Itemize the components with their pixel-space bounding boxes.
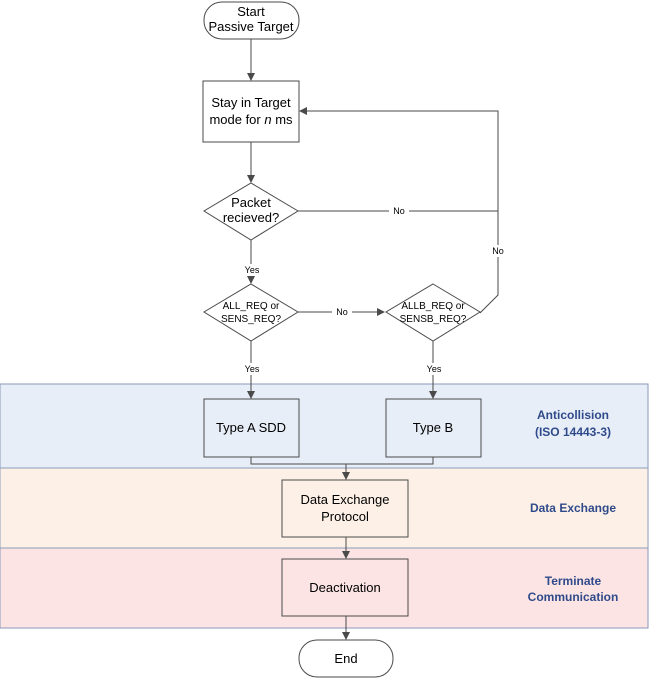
edge-label-packet-yes: Yes [245, 265, 260, 275]
type-a-sdd-label: Type A SDD [216, 420, 286, 435]
band-label-terminate-line2: Communication [528, 590, 619, 604]
band-label-anticollision-line2: (ISO 14443-3) [535, 425, 611, 439]
band-label-anticollision-line1: Anticollision [537, 408, 609, 422]
type-a-sdd-node: Type A SDD [203, 398, 300, 458]
packet-decision-line1: Packet [231, 195, 271, 210]
type-b-node: Type B [385, 398, 482, 458]
data-exchange-protocol-node: Data Exchange Protocol [281, 479, 409, 538]
type-b-label: Type B [413, 420, 453, 435]
start-node-line1: Start [237, 4, 265, 19]
data-exchange-protocol-line2: Protocol [321, 509, 369, 524]
edge-label-allreq-yes: Yes [245, 364, 260, 374]
edge-allbreq-no-loop [479, 211, 499, 314]
deactivation-label: Deactivation [309, 580, 381, 595]
band-label-terminate-line1: Terminate [545, 574, 602, 588]
stay-in-target-node: Stay in Target mode for n ms [202, 80, 300, 143]
allb-req-decision: ALLB_REQ or SENSB_REQ? [385, 283, 481, 342]
deactivation-node: Deactivation [281, 558, 409, 617]
band-label-data-exchange: Data Exchange [530, 501, 616, 515]
all-req-decision: ALL_REQ or SENS_REQ? [203, 283, 299, 342]
data-exchange-protocol-line1: Data Exchange [301, 492, 390, 507]
start-node-line2: Passive Target [208, 19, 293, 34]
edge-label-allbreq-no: No [492, 246, 504, 256]
all-req-decision-line2: SENS_REQ? [221, 314, 281, 325]
edge-label-allbreq-yes: Yes [427, 364, 442, 374]
all-req-decision-line1: ALL_REQ or [223, 301, 280, 312]
packet-decision-line2: recieved? [223, 210, 279, 225]
stay-node-line1: Stay in Target [211, 95, 291, 110]
start-node: Start Passive Target [203, 1, 300, 40]
end-node: End [298, 639, 394, 678]
edge-packet-no-loop [298, 107, 499, 212]
edge-label-packet-no: No [393, 206, 405, 216]
end-node-label: End [334, 651, 357, 666]
packet-received-decision: Packet recieved? [203, 182, 299, 241]
edge-label-allreq-no: No [336, 307, 348, 317]
edge-merge-to-data-exchange [250, 457, 434, 465]
stay-node-line2: mode for n ms [209, 112, 293, 127]
band-anticollision [0, 383, 649, 469]
allb-req-decision-line2: SENSB_REQ? [400, 314, 467, 325]
allb-req-decision-line1: ALLB_REQ or [401, 301, 465, 312]
